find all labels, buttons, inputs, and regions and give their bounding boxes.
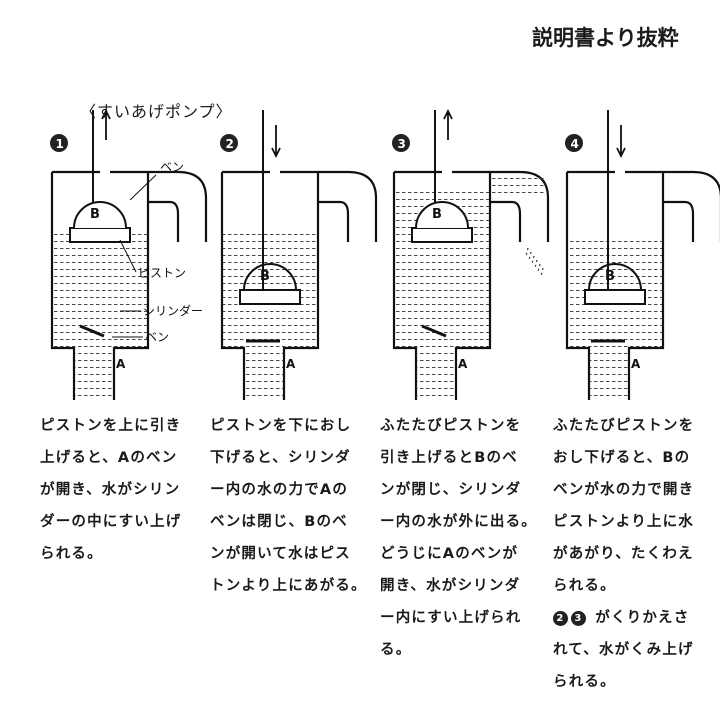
label-piston: ピストン <box>138 266 186 280</box>
spout-pipe <box>663 170 720 242</box>
water-spray <box>528 251 532 261</box>
step-4-line: ベンが水の力で開き <box>553 482 695 498</box>
step-number-badge-icon <box>392 134 410 152</box>
spout-water <box>490 176 544 198</box>
cylinder-outline <box>220 170 320 400</box>
step-2-line: ー内の水の力でAの <box>210 482 349 498</box>
callout-line <box>129 174 157 201</box>
diagram-title: 〈すいあげポンプ〉 <box>80 102 233 121</box>
page-header-title: 説明書より抜粋 <box>532 26 679 50</box>
step-4-line: ピストンより上に水 <box>553 514 695 530</box>
step-1-line: 上げると、Aのベン <box>40 450 178 466</box>
water-spray <box>531 255 535 265</box>
valve-a <box>421 324 447 338</box>
cylinder-outline <box>565 170 665 400</box>
water-spray <box>537 263 541 273</box>
pipe-water <box>589 348 629 400</box>
valve-b-label: B <box>432 207 442 222</box>
pump-panel-4: B A 4 <box>565 110 720 400</box>
step-3-line: ー内にすい上げられ <box>380 610 522 626</box>
piston <box>69 227 131 243</box>
step-4-line: おし下げると、Bの <box>553 450 691 466</box>
step-number: 4 <box>571 137 579 151</box>
pipe-water <box>416 348 456 400</box>
step-badge-icon: 2 <box>553 611 568 626</box>
step-3-line: ンが閉じ、シリンダ <box>380 482 522 498</box>
label-ben-bottom: ベン <box>145 330 169 344</box>
step-number: 3 <box>398 137 406 151</box>
step-3-line: どうじにAのベンが <box>380 546 519 562</box>
valve-b-label: B <box>605 269 615 284</box>
label-ben-top: ベン <box>160 160 184 174</box>
step-2-line: ピストンを下におし <box>210 418 352 434</box>
step-3-line: る。 <box>380 642 412 658</box>
valve-b <box>588 263 642 291</box>
step-4-line: があがり、たくわえ <box>553 546 694 562</box>
valve-a-label: A <box>116 357 126 371</box>
step-1-line: が開き、水がシリン <box>40 482 181 498</box>
step-number-badge-icon <box>50 134 68 152</box>
step-4-line: られる。 <box>553 578 616 594</box>
pump-panel-1: B A 1 <box>50 108 208 400</box>
valve-b <box>415 201 469 229</box>
step-2-line: ベンは閉じ、Bのベ <box>210 514 348 530</box>
repeat-note-line: がくりかえさ <box>595 610 690 626</box>
valve-b <box>73 201 127 229</box>
spout-pipe <box>148 170 208 242</box>
step-3-description: ふたたびピストンを 引き上げるとBのベ ンが閉じ、シリンダ ー内の水が外に出る。… <box>380 410 536 666</box>
valve-b-label: B <box>90 207 100 222</box>
step-1-line: ピストンを上に引き <box>40 418 182 434</box>
step-4-description: ふたたびピストンを おし下げると、Bの ベンが水の力で開き ピストンより上に水 … <box>553 410 709 698</box>
step-number: 2 <box>226 137 234 151</box>
pump-panel-3: B A 3 <box>392 108 550 400</box>
cylinder-outline <box>50 170 150 400</box>
arrow-up-icon <box>443 108 453 140</box>
piston <box>411 227 473 243</box>
arrow-down-icon <box>271 125 281 159</box>
cylinder-outline <box>392 170 492 400</box>
step-3-line: 引き上げるとBのベ <box>380 450 518 466</box>
cylinder-water <box>52 230 148 348</box>
piston <box>239 289 301 305</box>
water-spray <box>525 247 529 257</box>
spout-pipe <box>318 170 378 242</box>
pipe-water <box>244 348 284 400</box>
repeat-note-line: られる。 <box>553 674 616 690</box>
step-number-badge-icon <box>565 134 583 152</box>
valve-a <box>79 324 105 338</box>
step-2-line: ンが開いて水はピス <box>210 546 351 562</box>
valve-a-label: A <box>286 357 296 371</box>
pipe-water <box>74 348 114 400</box>
arrow-up-icon <box>101 108 111 140</box>
step-2-line: 下げると、シリンダ <box>210 450 351 466</box>
piston <box>584 289 646 305</box>
valve-b-label: B <box>260 269 270 284</box>
step-3-line: ふたたびピストンを <box>380 418 522 434</box>
valve-a-label: A <box>631 357 641 371</box>
step-badge-icon: 3 <box>571 611 586 626</box>
callout-line <box>119 239 137 273</box>
step-3-line: 開き、水がシリンダ <box>380 578 521 594</box>
step-1-line: られる。 <box>40 546 103 562</box>
step-number-badge-icon <box>220 134 238 152</box>
step-number: 1 <box>56 137 64 151</box>
step-2-description: ピストンを下におし 下げると、シリンダ ー内の水の力でAの ベンは閉じ、Bのベ … <box>210 410 366 602</box>
step-4-line: ふたたびピストンを <box>553 418 695 434</box>
step-3-line: ー内の水が外に出る。 <box>380 514 537 530</box>
water-spray <box>534 259 538 269</box>
arrow-down-icon <box>616 125 626 159</box>
step-1-line: ダーの中にすい上げ <box>40 514 182 530</box>
step-1-description: ピストンを上に引き 上げると、Aのベン が開き、水がシリン ダーの中にすい上げ … <box>40 410 196 570</box>
step-2-line: トンより上にあがる。 <box>210 578 367 594</box>
valve-b <box>243 263 297 291</box>
water-spray <box>540 267 544 277</box>
pump-panel-2: B A 2 <box>220 110 378 400</box>
label-cylinder: シリンダー <box>143 303 203 318</box>
valve-a-label: A <box>458 357 468 371</box>
repeat-note-line: れて、水がくみ上げ <box>553 642 694 658</box>
